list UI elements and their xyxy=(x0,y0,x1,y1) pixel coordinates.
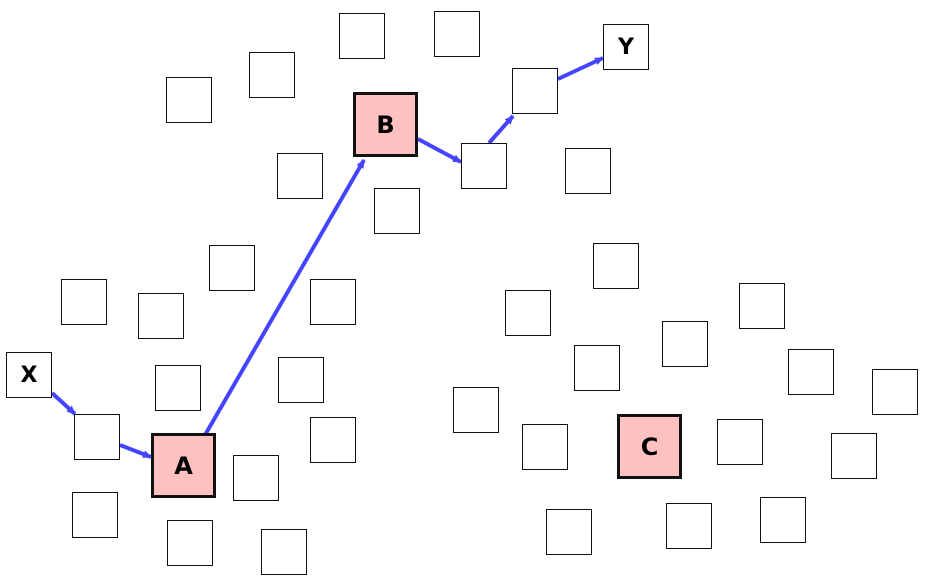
edge-arrow xyxy=(50,391,77,416)
empty-node xyxy=(666,503,712,549)
path-edges xyxy=(50,56,604,459)
empty-node xyxy=(310,417,356,463)
empty-node xyxy=(662,321,708,367)
empty-node xyxy=(209,245,255,291)
empty-node xyxy=(138,293,184,339)
empty-node xyxy=(522,424,568,470)
node-b-label: B xyxy=(376,110,395,139)
empty-node xyxy=(249,52,295,98)
empty-node xyxy=(546,509,592,555)
edge-arrow xyxy=(487,114,515,145)
empty-node xyxy=(831,433,877,479)
empty-node xyxy=(61,279,107,325)
empty-node xyxy=(453,387,499,433)
edge-arrow xyxy=(417,137,462,164)
node-y-label: Y xyxy=(618,34,634,60)
node-b: B xyxy=(353,92,418,157)
empty-node xyxy=(461,143,507,189)
node-x-label: X xyxy=(20,362,38,388)
empty-node xyxy=(574,345,620,391)
edge-arrow xyxy=(203,158,366,437)
empty-node xyxy=(339,13,385,59)
edge-arrow xyxy=(119,443,152,459)
empty-node xyxy=(717,419,763,465)
empty-node xyxy=(277,153,323,199)
empty-node xyxy=(261,529,307,575)
node-y: Y xyxy=(603,24,649,70)
empty-node xyxy=(374,188,420,234)
empty-node xyxy=(593,243,639,289)
empty-node xyxy=(788,349,834,395)
empty-node xyxy=(233,455,279,501)
node-x: X xyxy=(6,352,52,398)
node-a-label: A xyxy=(174,451,193,480)
edge-arrow xyxy=(557,56,604,81)
empty-node xyxy=(565,148,611,194)
node-c: C xyxy=(617,414,682,479)
empty-node xyxy=(434,11,480,57)
empty-node xyxy=(74,414,120,460)
empty-node xyxy=(310,279,356,325)
node-a: A xyxy=(151,433,216,498)
empty-node xyxy=(166,77,212,123)
empty-node xyxy=(72,492,118,538)
empty-node xyxy=(512,68,558,114)
node-c-label: C xyxy=(640,432,659,461)
empty-node xyxy=(505,290,551,336)
empty-node xyxy=(155,365,201,411)
empty-node xyxy=(872,369,918,415)
empty-node xyxy=(167,520,213,566)
empty-node xyxy=(278,357,324,403)
empty-node xyxy=(760,497,806,543)
empty-node xyxy=(739,283,785,329)
